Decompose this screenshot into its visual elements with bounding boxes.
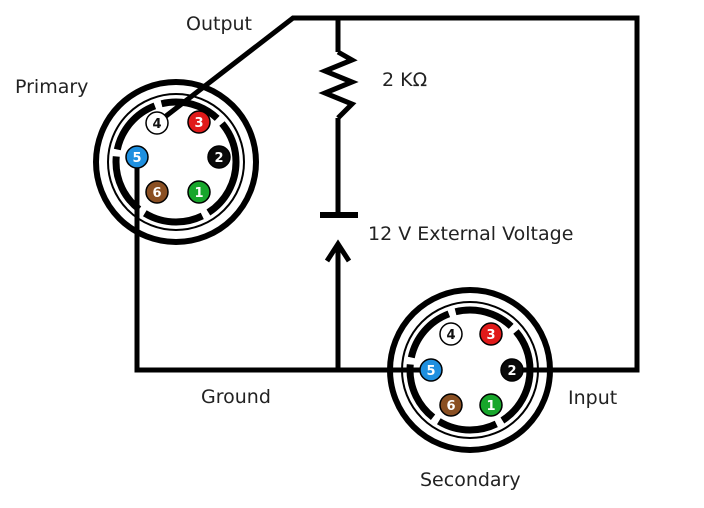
primary-pins: 4 3 5 2 6 1 xyxy=(125,110,231,204)
arrow-head-icon xyxy=(324,239,352,263)
pin-5-dot xyxy=(125,145,149,169)
secondary-pin-4-number: 4 xyxy=(446,328,455,343)
primary-pin-2: 2 xyxy=(207,145,231,169)
primary-pin-5: 5 xyxy=(125,145,149,169)
wires xyxy=(134,15,640,373)
pin-3-dot xyxy=(479,322,503,346)
secondary-pin-1-number: 1 xyxy=(486,399,495,414)
pin-2-dot xyxy=(207,145,231,169)
primary-segment-ring xyxy=(112,98,240,226)
secondary-pin-2-number: 2 xyxy=(507,364,516,379)
pin-6-dot xyxy=(145,180,169,204)
pin-1-dot xyxy=(479,393,503,417)
input-label: Input xyxy=(568,387,617,409)
output-wire xyxy=(155,15,640,373)
secondary-pin-1: 1 xyxy=(479,393,503,417)
ground-label: Ground xyxy=(201,386,271,408)
primary-label: Primary xyxy=(15,76,88,98)
primary-pin-6-number: 6 xyxy=(152,186,161,201)
primary-pin-2-number: 2 xyxy=(214,151,223,166)
secondary-pin-6-number: 6 xyxy=(446,399,455,414)
pin-1-dot xyxy=(187,180,211,204)
output-label: Output xyxy=(186,13,252,35)
pin-5-dot xyxy=(419,358,443,382)
secondary-pin-5: 5 xyxy=(419,358,443,382)
primary-pin-1-number: 1 xyxy=(194,186,203,201)
primary-inner-ring xyxy=(107,93,245,231)
secondary-pin-5-number: 5 xyxy=(426,364,435,379)
secondary-label: Secondary xyxy=(420,469,521,491)
secondary-pin-3-number: 3 xyxy=(486,328,495,343)
primary-pin-4-number: 4 xyxy=(152,117,161,132)
pin-4-dot xyxy=(439,322,463,346)
primary-pin-3: 3 xyxy=(187,110,211,134)
secondary-pin-4: 4 xyxy=(439,322,463,346)
resistor-label: 2 KΩ xyxy=(382,69,427,91)
voltage-label: 12 V External Voltage xyxy=(368,223,573,245)
pin-2-dot xyxy=(500,358,524,382)
resistor-symbol xyxy=(318,49,359,120)
pin-3-dot xyxy=(187,110,211,134)
primary-pin-6: 6 xyxy=(145,180,169,204)
primary-pin-5-number: 5 xyxy=(132,151,141,166)
primary-pin-4: 4 xyxy=(145,111,169,135)
pin-4-dot xyxy=(145,111,169,135)
secondary-pin-2: 2 xyxy=(500,358,524,382)
ground-wire xyxy=(134,157,432,373)
primary-pin-1: 1 xyxy=(187,180,211,204)
pin-6-dot xyxy=(439,393,463,417)
secondary-pin-3: 3 xyxy=(479,322,503,346)
primary-pin-3-number: 3 xyxy=(194,116,203,131)
secondary-pins: 4 3 5 2 6 1 xyxy=(419,322,524,417)
secondary-pin-6: 6 xyxy=(439,393,463,417)
